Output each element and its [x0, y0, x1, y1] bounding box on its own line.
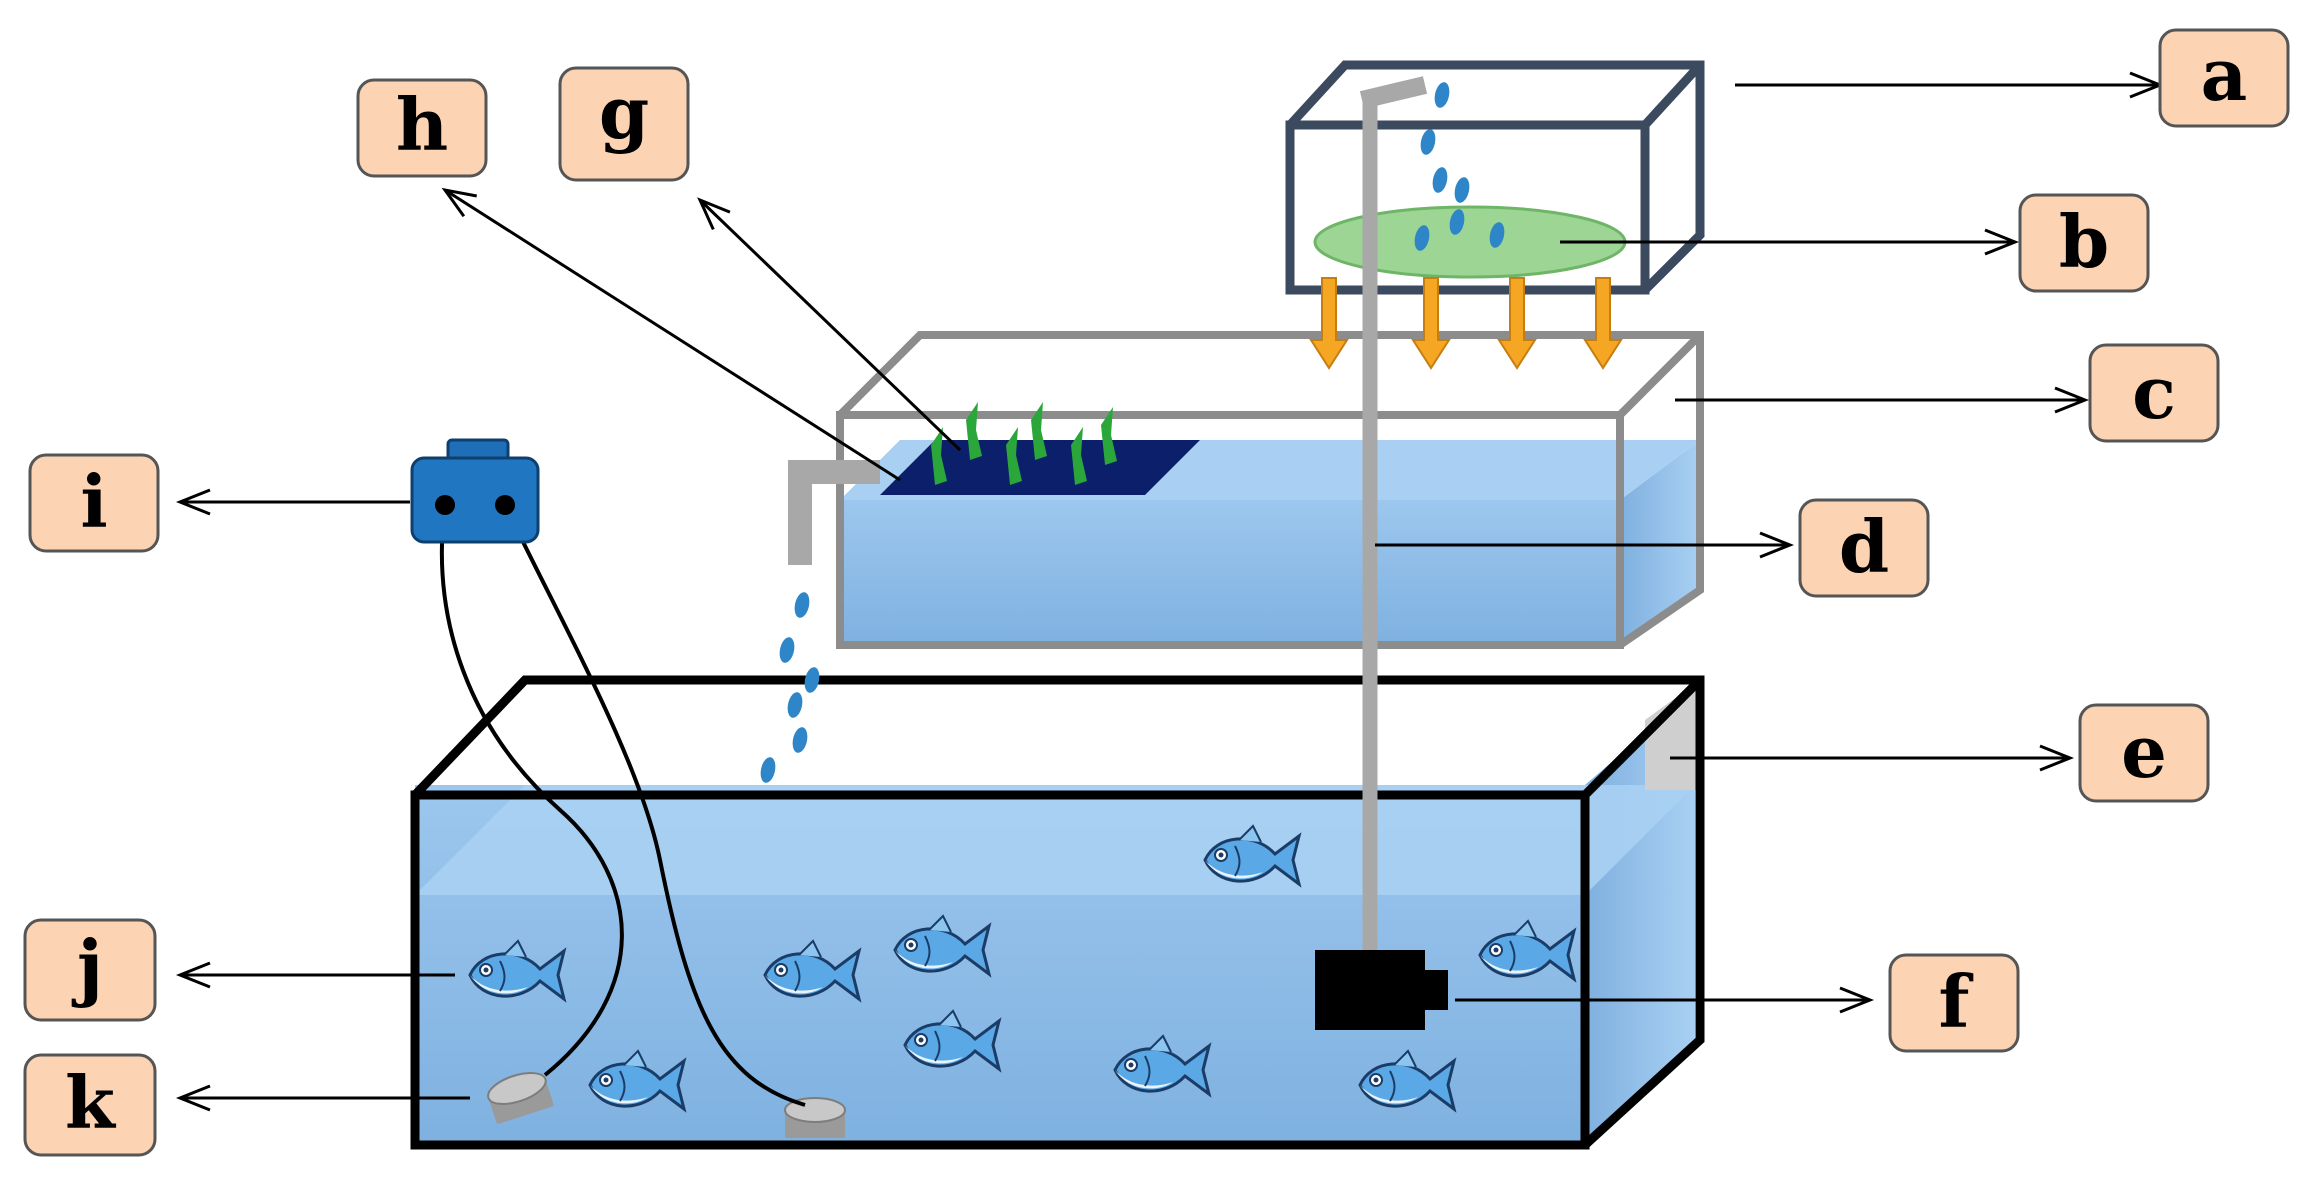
leader-arrows [175, 71, 2165, 1112]
label-a-text: a [2201, 32, 2248, 117]
label-e: e [2078, 703, 2210, 803]
drop-icon [790, 725, 810, 755]
label-i: i [28, 453, 160, 553]
arrow-g [697, 197, 962, 452]
label-f: f [1888, 953, 2020, 1053]
flow-arrow-icon [1583, 277, 1623, 370]
probe-icon [784, 1097, 846, 1138]
label-c-text: c [2132, 350, 2176, 435]
label-j-text: j [71, 924, 103, 1009]
sensor-probes [487, 1072, 846, 1138]
sensor-cables [439, 504, 806, 1107]
drop-icon [1452, 175, 1472, 205]
label-a: a [2158, 28, 2290, 128]
label-h: h [356, 78, 488, 178]
outlet-pipe [788, 460, 880, 565]
water-pump [1315, 950, 1448, 1030]
drop-icon [1430, 165, 1450, 195]
filter-box [1285, 60, 1705, 295]
label-e-text: e [2121, 709, 2167, 794]
label-d-text: d [1839, 504, 1889, 589]
label-k-text: k [65, 1060, 117, 1145]
label-b-text: b [2059, 199, 2109, 284]
arrow-h [441, 187, 901, 482]
label-d: d [1798, 498, 1930, 598]
sensor-meter [410, 438, 540, 544]
floating-raft [880, 440, 1200, 495]
labels: a b c d e f g h [23, 28, 2290, 1157]
drop-icon [1432, 80, 1452, 110]
drop-icon [785, 690, 805, 720]
outlet-drops [758, 590, 822, 785]
label-i-text: i [80, 459, 107, 544]
label-j: j [23, 918, 157, 1022]
flow-arrows [1309, 277, 1623, 370]
delivery-pipe [1359, 76, 1428, 955]
flow-arrow-icon [1309, 277, 1349, 370]
label-c: c [2088, 343, 2220, 443]
probe-icon [487, 1072, 554, 1124]
label-b: b [2018, 193, 2150, 293]
plant-tank [836, 331, 1704, 649]
flow-arrow-icon [1497, 277, 1537, 370]
drop-icon [758, 755, 778, 785]
drop-icon [802, 665, 822, 695]
flow-arrow-icon [1411, 277, 1451, 370]
label-h-text: h [396, 82, 448, 167]
label-g: g [558, 66, 690, 182]
drop-icon [777, 635, 797, 665]
label-k: k [23, 1053, 157, 1157]
label-f-text: f [1939, 959, 1974, 1044]
drop-icon [792, 590, 812, 620]
label-g-text: g [599, 70, 649, 155]
drop-icon [1418, 127, 1438, 157]
